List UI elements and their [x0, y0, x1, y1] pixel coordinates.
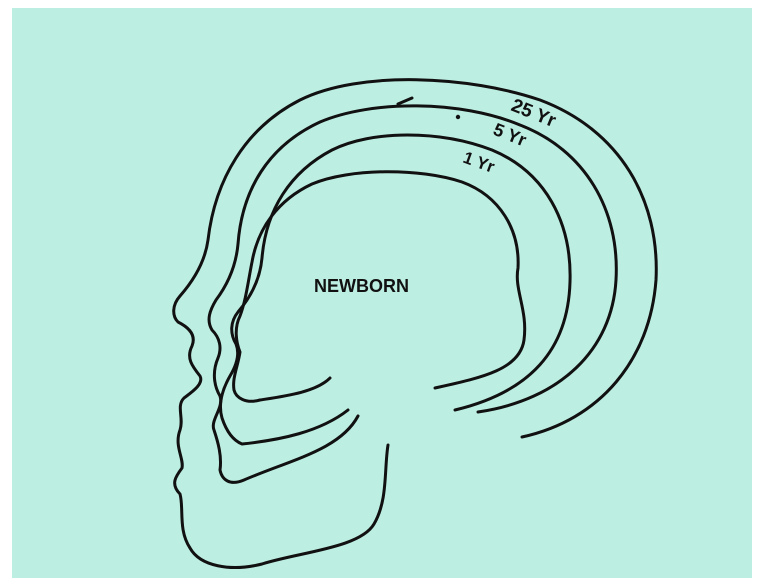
suture-mark: [398, 98, 412, 104]
suture-dot: [456, 115, 460, 119]
skull-outline-25-yr: [174, 80, 657, 568]
label-newborn: NEWBORN: [314, 276, 409, 296]
label-1-yr: 1 Yr: [461, 148, 498, 177]
label-5-yr: 5 Yr: [491, 119, 530, 150]
